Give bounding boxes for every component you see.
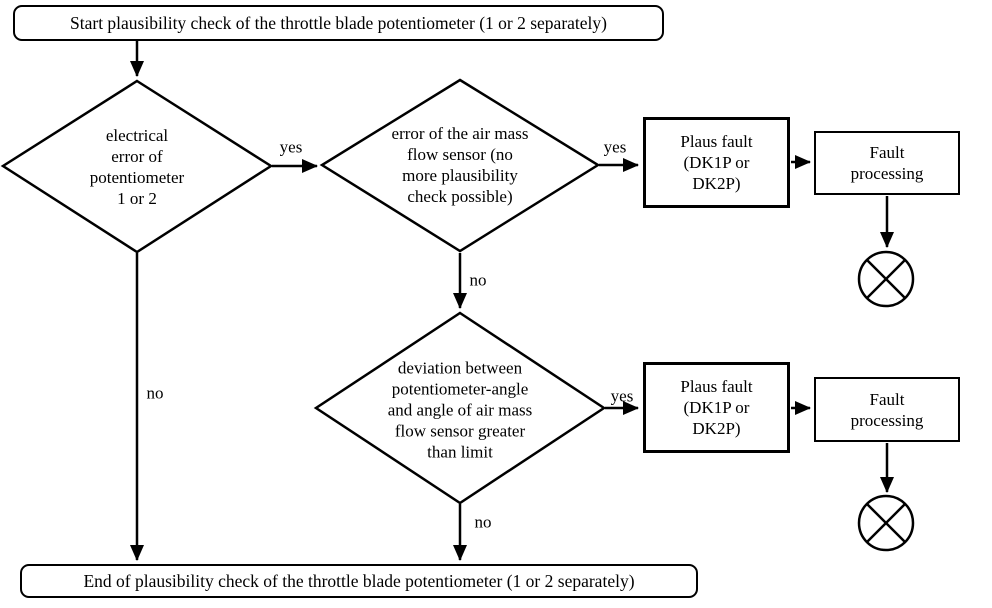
decision-air-mass-error-diamond bbox=[319, 78, 601, 253]
fault-processing-2-node: Fault processing bbox=[814, 377, 960, 442]
start-node: Start plausibility check of the throttle… bbox=[13, 5, 664, 41]
edge-label-no-decision1: no bbox=[146, 383, 164, 403]
edge-label-yes-decision1: yes bbox=[279, 137, 303, 157]
decision-electrical-error-diamond bbox=[0, 79, 274, 254]
fault-processing-1-node: Fault processing bbox=[814, 131, 960, 195]
fault-processing-1-label: Fault processing bbox=[850, 143, 924, 183]
end-node: End of plausibility check of the throttl… bbox=[20, 564, 698, 598]
plaus-fault-1-node: Plaus fault (DK1P or DK2P) bbox=[643, 117, 790, 208]
plaus-fault-2-node: Plaus fault (DK1P or DK2P) bbox=[643, 362, 790, 453]
decision-deviation-diamond bbox=[313, 311, 607, 505]
fault-processing-2-label: Fault processing bbox=[850, 389, 924, 430]
decision-deviation-label: deviation between potentiometer-angle an… bbox=[387, 358, 533, 462]
end-connector-icon bbox=[857, 250, 915, 308]
end-connector-icon bbox=[857, 494, 915, 552]
end-node-label: End of plausibility check of the throttl… bbox=[83, 570, 635, 591]
decision-electrical-error-label: electrical error of potentiometer 1 or 2 bbox=[89, 126, 185, 208]
decision-air-mass-error-label: error of the air mass flow sensor (no mo… bbox=[391, 124, 529, 206]
edge-label-yes-decision2: yes bbox=[603, 137, 627, 157]
plaus-fault-1-label: Plaus fault (DK1P or DK2P) bbox=[680, 132, 753, 193]
edge-label-yes-decision3: yes bbox=[610, 386, 634, 406]
plaus-fault-2-label: Plaus fault (DK1P or DK2P) bbox=[680, 377, 753, 438]
edge-label-no-decision3: no bbox=[474, 512, 492, 532]
edge-label-no-decision2: no bbox=[469, 270, 487, 290]
start-node-label: Start plausibility check of the throttle… bbox=[70, 12, 607, 33]
